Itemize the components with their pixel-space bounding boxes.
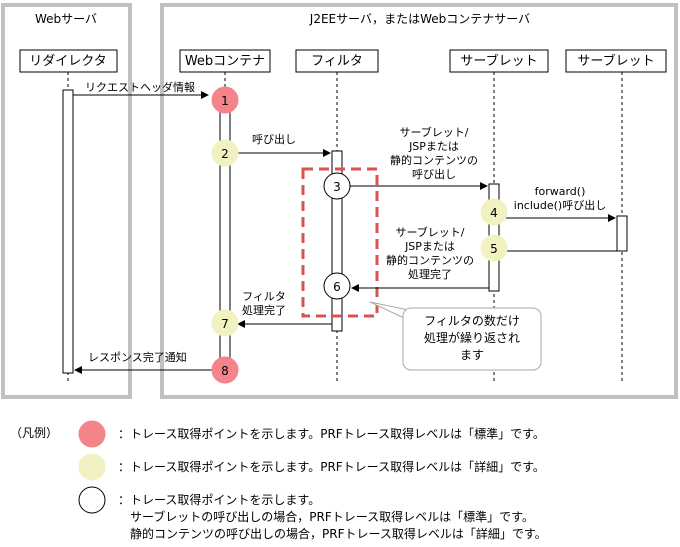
callout-text: フィルタの数だけ 処理が繰り返され ます [424, 313, 520, 362]
activation-filter [331, 150, 343, 332]
svg-text:ます: ます [460, 348, 484, 362]
svg-text:8: 8 [221, 364, 229, 378]
svg-text:include()呼び出し: include()呼び出し [514, 198, 606, 212]
svg-text:2: 2 [221, 147, 229, 161]
lifeline-label-redirector: リダイレクタ [29, 54, 106, 69]
trace-point-6: 6 [323, 272, 351, 300]
svg-text:フィルタの数だけ: フィルタの数だけ [424, 313, 520, 328]
svg-text:3: 3 [333, 180, 341, 194]
svg-text:：トレース取得ポイントを示します。: ：トレース取得ポイントを示します。 [118, 492, 320, 507]
svg-text:forward(): forward() [535, 185, 586, 198]
svg-text:サーブレット/: サーブレット/ [395, 225, 464, 239]
legend-red-circle [78, 420, 106, 448]
svg-text:6: 6 [333, 280, 341, 294]
lifeline-header-servlet-2 [565, 49, 667, 73]
legend-title: （凡例） [10, 426, 58, 440]
trace-point-5: 5 [480, 234, 508, 262]
legend-white-circle [78, 486, 106, 514]
trace-point-7: 7 [211, 309, 239, 337]
web-server-region [1, 3, 132, 399]
svg-text:5: 5 [490, 242, 498, 256]
legend-yellow-circle [78, 453, 106, 481]
trace-point-2: 2 [211, 139, 239, 167]
svg-text:JSPまたは: JSPまたは [408, 140, 459, 153]
legend-yellow-text: ：トレース取得ポイントを示します。PRFトレース取得レベルは「詳細」です。 [118, 459, 545, 474]
svg-text:処理完了: 処理完了 [242, 303, 286, 317]
message-label-8: レスポンス完了通知 [88, 350, 187, 364]
message-label-2: 呼び出し [252, 132, 296, 146]
svg-text:静的コンテンツの: 静的コンテンツの [390, 153, 478, 167]
message-label-7: フィルタ 処理完了 [242, 290, 286, 317]
lifeline-label-filter: フィルタ [311, 54, 363, 69]
app-server-region [160, 3, 678, 399]
svg-text:7: 7 [221, 317, 229, 331]
svg-text:処理が繰り返され: 処理が繰り返され [424, 330, 520, 345]
svg-text:サーブレット/: サーブレット/ [399, 125, 468, 139]
trace-point-3: 3 [323, 172, 351, 200]
message-label-4: forward() include()呼び出し [514, 185, 606, 212]
app-server-label: J2EEサーバ，またはWebコンテナサーバ [309, 12, 530, 26]
trace-point-4: 4 [480, 198, 508, 226]
message-label-3: サーブレット/ JSPまたは 静的コンテンツの 呼び出し [390, 125, 478, 181]
activation-servlet-2 [616, 215, 628, 252]
lifeline-label-servlet-2: サーブレット [577, 53, 654, 69]
trace-point-8: 8 [211, 356, 239, 384]
svg-text:呼び出し: 呼び出し [412, 167, 456, 181]
svg-text:サーブレットの呼び出しの場合，PRFトレース取得レベルは「標: サーブレットの呼び出しの場合，PRFトレース取得レベルは「標準」です。 [130, 509, 534, 524]
web-server-label: Webサーバ [35, 12, 97, 26]
activation-redirector [62, 89, 74, 374]
svg-text:フィルタ: フィルタ [242, 290, 286, 303]
svg-text:1: 1 [221, 94, 229, 108]
svg-text:静的コンテンツの: 静的コンテンツの [386, 253, 474, 267]
legend-white-text: ：トレース取得ポイントを示します。 サーブレットの呼び出しの場合，PRFトレース… [118, 492, 547, 541]
svg-text:JSPまたは: JSPまたは [404, 240, 455, 253]
callout-box [402, 307, 542, 371]
lifeline-header-servlet-1 [449, 49, 549, 73]
legend-red-text: ：トレース取得ポイントを示します。PRFトレース取得レベルは「標準」です。 [118, 426, 545, 441]
message-label-1: リクエストヘッダ情報 [85, 80, 195, 94]
svg-text:処理完了: 処理完了 [408, 267, 452, 281]
svg-text:静的コンテンツの呼び出しの場合，PRFトレース取得レベルは「: 静的コンテンツの呼び出しの場合，PRFトレース取得レベルは「詳細」です。 [130, 526, 547, 541]
trace-point-1: 1 [211, 86, 239, 114]
lifeline-label-servlet-1: サーブレット [460, 53, 537, 69]
svg-text:4: 4 [490, 206, 498, 220]
lifeline-label-web-container: Webコンテナ [185, 54, 265, 69]
message-label-5: サーブレット/ JSPまたは 静的コンテンツの 処理完了 [386, 225, 474, 281]
filter-repeat-box [301, 167, 379, 318]
